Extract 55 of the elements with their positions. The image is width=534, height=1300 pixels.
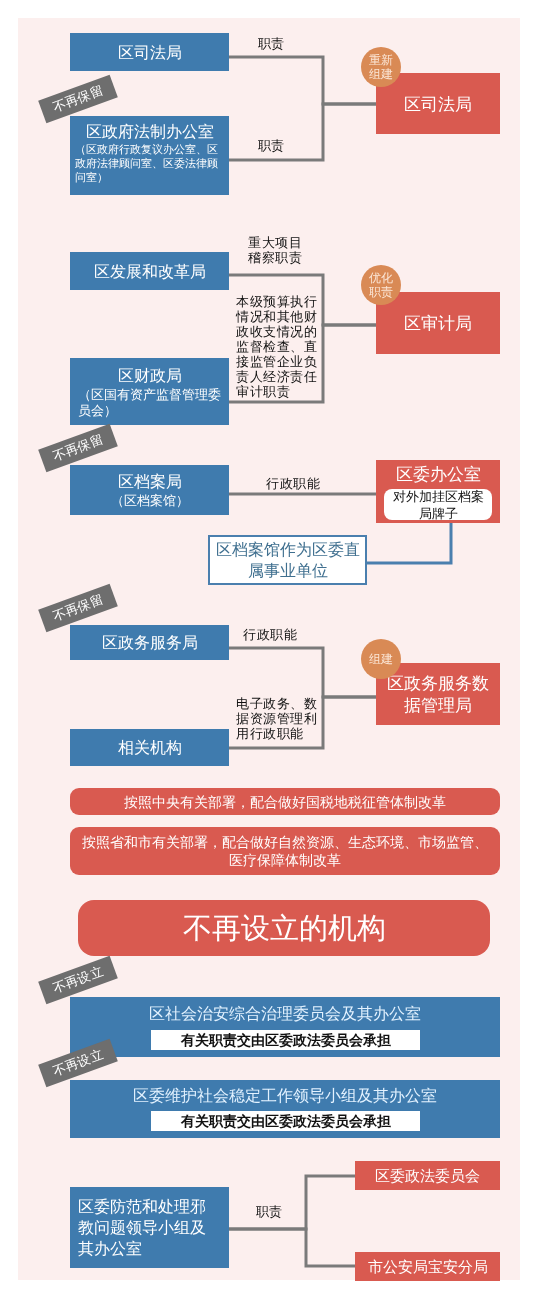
connector-line	[229, 102, 376, 162]
agency-box	[70, 33, 229, 71]
box-title: 区发展和改革局	[93, 260, 206, 282]
box-title: 区政府法制办公室	[85, 121, 214, 142]
box-title: 区司法局	[404, 92, 472, 115]
box-title: 有关职责交由区委政法委员会承担	[180, 1112, 391, 1130]
box-title: 区委维护社会稳定工作领导小组及其办公室	[133, 1085, 437, 1106]
box-title: 有关职责交由区委政法委员会承担	[180, 1031, 391, 1049]
agency-box	[70, 116, 229, 195]
new-agency-box	[355, 1252, 500, 1281]
agency-box	[70, 358, 229, 425]
box-note: （区档案馆）	[110, 493, 189, 509]
box-title: 区委办公室	[395, 463, 481, 485]
box-title: 按照中央有关部署，配合做好国税地税征管体制改革	[124, 792, 446, 811]
agency-box	[70, 625, 229, 660]
agency-box	[70, 465, 229, 515]
box-title: 对外加挂区档案局牌子	[392, 487, 484, 522]
new-agency-box	[376, 460, 500, 523]
connector-line	[229, 695, 376, 750]
box-note: （区政府行政复议办公室、区政府法律顾问室、区委法律顾问室）	[75, 143, 219, 185]
connector-line	[229, 492, 376, 496]
note-strip	[151, 1030, 420, 1050]
box-title: 区司法局	[117, 41, 182, 63]
edge-label: 本级预算执行情况和其他财政收支情况的监督检查、直接监管企业负责人经济责任审计职责	[236, 294, 318, 399]
box-title: 不再设立的机构	[182, 910, 386, 947]
unit-box	[208, 535, 367, 585]
reform-banner	[70, 827, 500, 875]
new-agency-box	[355, 1161, 500, 1190]
box-title: 区社会治安综合治理委员会及其办公室	[149, 1003, 421, 1024]
box-title: 区委防范和处理邪教问题领导小组及其办公室	[78, 1196, 207, 1259]
box-title: 按照省和市有关部署，配合做好自然资源、生态环境、市场监管、医疗保障体制改革	[81, 833, 489, 869]
connector-line	[229, 323, 376, 404]
box-title: 相关机构	[117, 737, 182, 758]
box-title: 区档案馆作为区委直属事业单位	[214, 539, 361, 581]
box-title: 区审计局	[404, 312, 472, 334]
box-title: 区档案局	[117, 471, 182, 492]
box-title: 区政务服务局	[101, 632, 198, 653]
agency-box	[70, 252, 229, 290]
agency-box	[70, 1187, 229, 1268]
edge-label: 行政职能	[240, 627, 300, 642]
note-strip	[151, 1111, 420, 1131]
abolished-agency-box	[70, 1080, 500, 1138]
connector-line	[229, 1227, 355, 1268]
new-agency-box	[376, 663, 500, 725]
box-title: 区委政法委员会	[375, 1165, 480, 1186]
box-note: （区国有资产监督管理委员会）	[78, 386, 221, 419]
connector-line	[367, 523, 453, 565]
edge-label: 行政职能	[263, 476, 323, 491]
section-heading	[78, 900, 490, 956]
agency-box	[70, 729, 229, 766]
box-title: 市公安局宝安分局	[367, 1256, 488, 1277]
box-title: 区财政局	[117, 364, 182, 386]
edge-label: 电子政务、数据资源管理利用行政职能	[236, 696, 318, 741]
note-box	[384, 489, 492, 520]
reform-banner	[70, 788, 500, 815]
